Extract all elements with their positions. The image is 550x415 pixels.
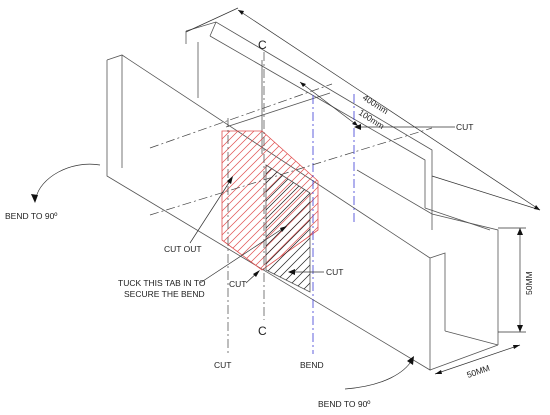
bend-to-90-label-bottom: BEND TO 90º	[318, 399, 370, 409]
cut-out-hatch-line	[282, 131, 318, 270]
tab-hatch-line	[266, 165, 303, 292]
cut-out-hatch-line	[258, 131, 318, 270]
cut-out-hatch-line	[274, 131, 318, 270]
tab-hatch-line	[266, 165, 310, 292]
tab-hatch-line	[266, 165, 310, 292]
tab-hatch-line	[266, 165, 310, 292]
center-label-top: C	[258, 38, 267, 52]
tab-hatch-line	[273, 165, 310, 292]
tab-hatch-line	[266, 165, 310, 292]
cut-out-hatch-line	[222, 131, 271, 270]
cut-out-hatch-line	[226, 131, 318, 270]
cut-out-hatch-line	[222, 131, 287, 270]
cut-out-hatch-line	[222, 131, 303, 270]
cut-out-hatch-line	[222, 131, 263, 270]
cut-label-left: CUT	[229, 279, 246, 289]
cut-out-hatch-line	[222, 131, 295, 270]
bend-to-90-label-left: BEND TO 90º	[5, 211, 57, 221]
tab-hatch-line	[266, 165, 294, 292]
tab-hatch-line	[266, 165, 310, 292]
channel-outline	[106, 21, 499, 371]
cut-out-hatch-line	[222, 131, 279, 270]
cut-out-hatch-line	[222, 131, 318, 270]
cut-out-hatch-line	[234, 131, 318, 270]
center-label-bottom: C	[258, 324, 267, 338]
cut-out-hatch-line	[266, 131, 318, 270]
cut-label-right: CUT	[456, 122, 473, 132]
tab-hatch-line	[266, 165, 267, 292]
cut-out-hatch-line	[222, 131, 318, 270]
tab-hatch-line	[300, 165, 310, 292]
tuck-tab-label-line1: TUCK THIS TAB IN TO	[118, 278, 206, 288]
dimension-lines	[185, 7, 541, 375]
cut-out-hatch-line	[222, 131, 255, 270]
cut-out-hatch-line	[222, 131, 311, 270]
center-lines	[149, 52, 433, 356]
tuck-tab-label-line2: SECURE THE BEND	[124, 289, 205, 299]
tab-hatch-line	[266, 165, 310, 292]
cut-out-hatch-line	[222, 131, 318, 270]
diagram-labels: C C 400mm 100mm CUT BEND TO 90º CUT OUT …	[5, 38, 534, 409]
cut-out-hatch-line	[314, 131, 318, 270]
tab-hatch-line	[282, 165, 310, 292]
tab-hatch-line	[266, 165, 310, 292]
tab-hatch-line	[291, 165, 310, 292]
leader-lines	[31, 124, 455, 390]
cut-out-hatch-line	[222, 131, 247, 270]
tab-hatch-line	[266, 165, 310, 292]
bend-label-bottom: BEND	[300, 360, 324, 370]
dimension-50-vertical-label: 50MM	[524, 271, 534, 295]
cut-out-label: CUT OUT	[164, 244, 202, 254]
cut-label-inner: CUT	[326, 267, 343, 277]
cut-label-bottom: CUT	[214, 360, 231, 370]
dimension-50-bottom-label: 50MM	[465, 363, 491, 380]
cut-out-hatch-line	[222, 131, 231, 270]
cut-out-hatch-line	[222, 131, 318, 270]
